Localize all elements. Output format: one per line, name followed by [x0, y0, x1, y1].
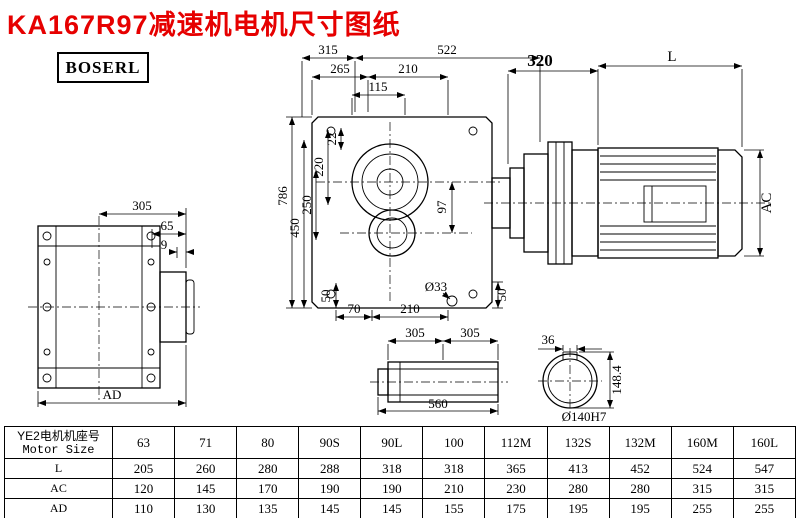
shaft-end-view: 36 148.4 Ø140H7	[538, 332, 624, 424]
dim-mo-L: L	[667, 49, 676, 65]
dim-mv-50-right: 50	[494, 289, 509, 302]
dim-mv-97: 97	[434, 200, 449, 214]
dim-lv-9: 9	[161, 237, 168, 252]
secondary-bore-circle	[368, 209, 416, 257]
dim-ci-140H7: Ø140H7	[562, 409, 607, 424]
dim-mv-786: 786	[275, 186, 290, 206]
dim-value-cell: 280	[236, 458, 300, 479]
dim-row-label: L	[4, 458, 113, 479]
table-row-L: L 205 260 280 288 318 318 365 413 452 52…	[4, 458, 797, 479]
dim-value-cell: 524	[670, 458, 734, 479]
dim-value-cell: 318	[422, 458, 486, 479]
dim-value-cell: 318	[360, 458, 424, 479]
dim-value-cell: 230	[484, 478, 548, 499]
size-col-header: 71	[174, 426, 238, 459]
bore-outer-circle	[542, 353, 598, 409]
dim-lv-65: 65	[161, 218, 174, 233]
dim-mo-320: 320	[527, 51, 553, 70]
fan-cowl-outline	[717, 149, 743, 257]
technical-drawing: 305 65 9 AD	[28, 42, 775, 424]
dim-value-cell: 190	[298, 478, 362, 499]
dim-sh-560: 560	[428, 396, 448, 411]
dim-mv-250: 250	[299, 195, 314, 215]
dim-mv-210b: 210	[400, 301, 420, 316]
dim-row-label: AC	[4, 478, 113, 499]
dim-value-cell: 280	[546, 478, 610, 499]
dim-value-cell: 288	[298, 458, 362, 479]
dim-mv-22: 22	[324, 133, 339, 146]
dim-mv-220: 220	[311, 157, 326, 177]
table-header-row: YE2电机机座号 Motor Size 63 71 80 90S 90L 100…	[4, 426, 797, 459]
dim-value-cell: 155	[422, 498, 486, 518]
dim-value-cell: 110	[111, 498, 176, 518]
brand-logo: BOSERL	[57, 52, 149, 83]
dim-value-cell: 255	[732, 498, 797, 518]
dim-value-cell: 205	[111, 458, 176, 479]
dim-value-cell: 315	[732, 478, 797, 499]
size-col-header: 132M	[608, 426, 672, 459]
dim-value-cell: 255	[670, 498, 734, 518]
dim-value-cell: 315	[670, 478, 734, 499]
dim-value-cell: 190	[360, 478, 424, 499]
size-col-header: 90S	[298, 426, 362, 459]
page-title: KA167R97减速机电机尺寸图纸	[7, 10, 401, 40]
dim-value-cell: 175	[484, 498, 548, 518]
dim-mv-dia33: Ø33	[425, 279, 447, 294]
dim-sh-305b: 305	[460, 325, 480, 340]
dim-value-cell: 280	[608, 478, 672, 499]
dim-value-cell: 120	[111, 478, 176, 499]
dim-value-cell: 135	[236, 498, 300, 518]
dim-value-cell: 413	[546, 458, 610, 479]
table-row-AC: AC 120 145 170 190 190 210 230 280 280 3…	[4, 478, 797, 499]
dim-value-cell: 210	[422, 478, 486, 499]
size-col-header: 100	[422, 426, 486, 459]
header-cn: YE2电机机座号	[17, 428, 100, 443]
table-row-AD: AD 110 130 135 145 145 155 175 195 195 2…	[4, 498, 797, 518]
dim-ci-148: 148.4	[609, 365, 624, 395]
size-col-header: 90L	[360, 426, 424, 459]
dim-value-cell: 145	[360, 498, 424, 518]
header-en: Motor Size	[22, 442, 95, 457]
dim-value-cell: 260	[174, 458, 238, 479]
dim-value-cell: 130	[174, 498, 238, 518]
dim-value-cell: 145	[298, 498, 362, 518]
dim-mv-210: 210	[398, 61, 418, 76]
motor-size-table: YE2电机机座号 Motor Size 63 71 80 90S 90L 100…	[4, 426, 797, 518]
size-col-header: 132S	[546, 426, 610, 459]
gearbox-side-outline	[311, 116, 493, 309]
dim-row-label: AD	[4, 498, 113, 518]
dim-ci-36: 36	[542, 332, 556, 347]
dim-mv-115: 115	[368, 79, 387, 94]
dim-mv-265: 265	[330, 61, 350, 76]
shaft-view: 305 305 560	[370, 325, 508, 415]
dim-mv-315: 315	[318, 42, 338, 57]
dim-value-cell: 195	[608, 498, 672, 518]
table-header-motor-size: YE2电机机座号 Motor Size	[4, 426, 113, 459]
dim-mo-AC: AC	[759, 193, 775, 214]
dim-mv-70: 70	[348, 301, 361, 316]
dim-value-cell: 145	[174, 478, 238, 499]
brand-text: BOSERL	[65, 57, 141, 77]
dim-lv-305: 305	[132, 198, 152, 213]
dim-lv-AD: AD	[103, 387, 122, 402]
dim-value-cell: 547	[732, 458, 797, 479]
motor-nameplate	[643, 185, 707, 223]
dim-mv-450: 450	[287, 218, 302, 238]
size-col-header: 112M	[484, 426, 548, 459]
size-col-header: 160L	[732, 426, 797, 459]
motor-view: 320 L AC	[484, 49, 775, 265]
size-col-header: 80	[236, 426, 300, 459]
size-col-header: 160M	[670, 426, 734, 459]
dim-value-cell: 195	[546, 498, 610, 518]
dim-value-cell: 452	[608, 458, 672, 479]
input-bore-circle	[351, 143, 429, 221]
left-view: 305 65 9 AD	[28, 198, 200, 407]
size-col-header: 63	[111, 426, 176, 459]
dim-mv-50-left: 50	[318, 290, 333, 303]
main-view: 315 522 265 210 115 786 450 250 2	[275, 42, 541, 321]
dim-value-cell: 170	[236, 478, 300, 499]
dim-sh-305a: 305	[405, 325, 425, 340]
dim-value-cell: 365	[484, 458, 548, 479]
dim-mv-522: 522	[437, 42, 457, 57]
